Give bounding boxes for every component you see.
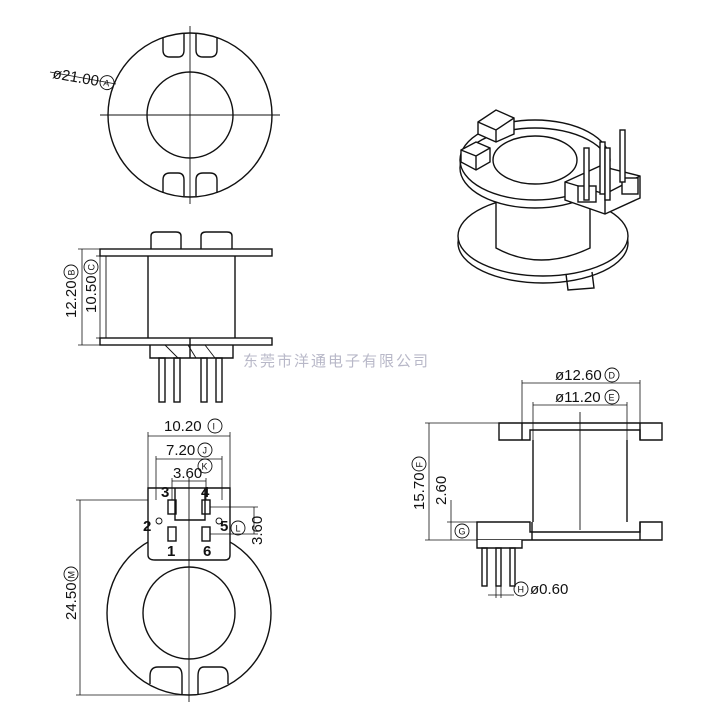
dim-base-height: 2.60 xyxy=(433,476,450,505)
top-view: ø21.00 A xyxy=(49,26,280,204)
ref-a: A xyxy=(103,78,111,89)
pin-6: 6 xyxy=(203,543,211,560)
ref-l: L xyxy=(236,524,241,534)
dim-top-diameter: ø21.00 xyxy=(51,65,100,90)
pin-4: 4 xyxy=(201,484,210,501)
ref-k: K xyxy=(202,462,208,472)
dim-flange-diameter: ø12.60 xyxy=(555,367,602,384)
bottom-view: 3 4 2 5 1 6 10.20 I 7.20 J 3.60 K 3.60 xyxy=(63,418,272,702)
ref-e: E xyxy=(609,393,615,403)
dim-total-height: 15.70 xyxy=(411,472,428,510)
pin-5: 5 xyxy=(220,518,228,535)
ref-b: B xyxy=(67,269,77,275)
dim-bore-diameter: ø11.20 xyxy=(555,389,601,406)
ref-j: J xyxy=(203,446,208,456)
ref-c: C xyxy=(87,264,97,271)
dim-pin-row-gap: 3.60 xyxy=(249,516,266,545)
dim-pin-span-outer: 10.20 xyxy=(164,418,202,435)
dim-pin-span-inner: 3.60 xyxy=(173,465,202,482)
side-view: 12.20 B 10.50 C xyxy=(63,231,273,403)
ref-m: M xyxy=(67,571,77,579)
dim-pin-span-mid: 7.20 xyxy=(166,442,195,459)
dim-height-outer: 12.20 xyxy=(63,280,80,318)
ref-d: D xyxy=(609,371,616,381)
pin-3: 3 xyxy=(161,484,169,501)
company-watermark: 东莞市洋通电子有限公司 xyxy=(243,352,430,370)
dim-pin-diameter: ø0.60 xyxy=(530,581,568,598)
pin-1: 1 xyxy=(167,543,175,560)
pin-2: 2 xyxy=(143,518,151,535)
dim-bottom-length: 24.50 xyxy=(63,582,80,620)
ref-i: I xyxy=(213,422,216,432)
ref-g: G xyxy=(459,527,466,537)
ref-h: H xyxy=(518,585,525,595)
isometric-view xyxy=(457,109,641,291)
front-view: ø12.60 D ø11.20 E 15.70 F 2.60 G H ø0.60 xyxy=(411,367,663,598)
dim-height-inner: 10.50 xyxy=(83,275,100,313)
ref-f: F xyxy=(415,462,425,468)
